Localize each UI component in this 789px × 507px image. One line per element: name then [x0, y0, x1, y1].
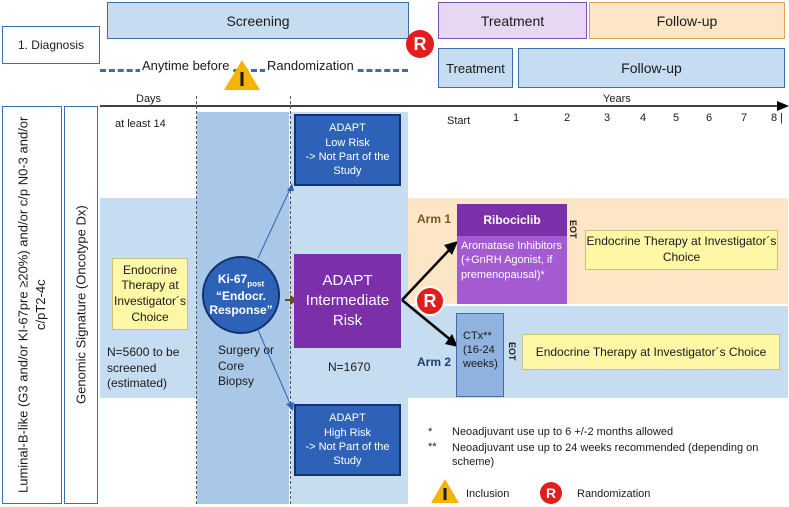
ki67-line2: “Endocr. Response” [209, 288, 273, 318]
surgery-label: Surgery or Core Biopsy [218, 343, 275, 389]
adapt-intermediate-box: ADAPT Intermediate Risk [294, 254, 401, 348]
adapt-int-title: ADAPT [322, 271, 373, 289]
legend-randomization-r-icon: R [540, 482, 562, 504]
adapt-high-note: -> Not Part of the Study [305, 441, 390, 468]
randomization-timing-label: Randomization [265, 58, 356, 73]
ki67-sub: post [247, 279, 265, 289]
diagnosis-box: 1. Diagnosis [2, 26, 100, 64]
tick-8: 8 | [771, 112, 784, 124]
population-label: Luminal-B-like (G3 and/or KI-67pre ≥20%)… [15, 116, 48, 494]
legend-r-letter: R [545, 485, 557, 501]
adapt-int-risk: Intermediate Risk [305, 291, 390, 330]
adapt-low-box: ADAPT Low Risk -> Not Part of the Study [294, 114, 401, 186]
tick-4: 4 [640, 112, 647, 124]
followup-top-label: Follow-up [656, 12, 718, 29]
endocrine-arm1-label: Endocrine Therapy at Investigator´s Choi… [586, 234, 777, 264]
n-screened-label: N=5600 to be screened (estimated) [107, 345, 180, 391]
warning-triangle-icon [224, 60, 260, 90]
endocrine-arm1-box: Endocrine Therapy at Investigator´s Choi… [585, 230, 778, 270]
tick-7: 7 [741, 112, 748, 124]
adapt-high-risk: High Risk [323, 426, 372, 439]
tick-3: 3 [604, 112, 611, 124]
ribociclib-box: Ribociclib [457, 204, 567, 236]
genomic-label-box [64, 106, 98, 504]
screening-phase: Screening [107, 2, 409, 39]
aromatase-label: Aromatase Inhibitors (+GnRH Agonist, if … [461, 240, 562, 281]
endocrine-arm2-label: Endocrine Therapy at Investigator´s Choi… [535, 345, 767, 359]
ki67-title: Ki-67 [217, 272, 248, 287]
aromatase-box: Aromatase Inhibitors (+GnRH Agonist, if … [457, 236, 567, 304]
tick-2: 2 [564, 112, 571, 124]
arm-arrows [401, 241, 458, 347]
ki67-line1: Ki-67post [218, 272, 264, 288]
randomization-r-icon: R [406, 30, 434, 58]
years-label: Years [603, 93, 631, 105]
note2: Neoadjuvant use up to 24 weeks recommend… [452, 442, 759, 469]
treatment-bottom-label: Treatment [446, 60, 505, 76]
note1-marker: * [428, 426, 433, 438]
randomization-r-center-icon: R [415, 286, 445, 316]
adapt-low-note: -> Not Part of the Study [305, 151, 390, 178]
adapt-low-risk: Low Risk [325, 136, 370, 149]
treatment-phase-bottom: Treatment [438, 48, 513, 88]
legend-warning-triangle-icon [431, 479, 459, 503]
eot-arm2: EOT [507, 341, 517, 361]
treatment-top-label: Treatment [480, 12, 545, 29]
branch-arrows [257, 183, 298, 411]
note1: Neoadjuvant use up to 6 +/-2 months allo… [452, 426, 674, 438]
tick-1: 1 [513, 112, 520, 124]
note2-marker: ** [428, 441, 437, 453]
adapt-high-title: ADAPT [329, 412, 366, 425]
screening-dashed-line [100, 69, 408, 72]
legend-inclusion: Inclusion [466, 488, 510, 500]
treatment-phase-top: Treatment [438, 2, 587, 39]
anytime-before-label: Anytime before [140, 58, 232, 73]
days-label: Days [136, 93, 162, 105]
followup-bottom-label: Follow-up [621, 60, 682, 76]
start-label: Start [447, 115, 471, 127]
genomic-label: Genomic Signature (Oncotype Dx) [73, 205, 89, 405]
adapt-high-box: ADAPT High Risk -> Not Part of the Study [294, 404, 401, 476]
endocrine-arm2-box: Endocrine Therapy at Investigator´s Choi… [522, 334, 780, 370]
diagnosis-label: 1. Diagnosis [17, 38, 85, 52]
randomization-r-letter: R [413, 33, 427, 54]
tick-6: 6 [706, 112, 713, 124]
screening-label: Screening [226, 12, 290, 29]
n-intermediate-label: N=1670 [328, 360, 371, 374]
randomization-center-letter: R [423, 290, 437, 311]
endocrine-initial-box: Endocrine Therapy at Investigator´s Choi… [112, 258, 188, 330]
followup-phase-top: Follow-up [589, 2, 785, 39]
arm1-label: Arm 1 [417, 212, 452, 226]
ctx-box: CTx** (16-24 weeks) [456, 313, 504, 397]
ki67-oval: Ki-67post “Endocr. Response” [202, 256, 280, 334]
adapt-low-title: ADAPT [329, 122, 366, 135]
population-label-box [2, 106, 62, 504]
ctx-label: CTx** (16-24 weeks) [463, 330, 498, 370]
days-min-label: at least 14 [115, 118, 166, 130]
divider-screening-1 [196, 96, 197, 504]
eot-arm1: EOT [568, 219, 578, 239]
ribociclib-label: Ribociclib [483, 213, 541, 227]
arm2-label: Arm 2 [417, 355, 452, 369]
followup-phase-bottom: Follow-up [518, 48, 785, 88]
legend-randomization: Randomization [577, 488, 651, 500]
endocrine-initial-label: Endocrine Therapy at Investigator´s Choi… [113, 262, 187, 324]
timeline-axis [100, 101, 789, 111]
tick-5: 5 [673, 112, 680, 124]
